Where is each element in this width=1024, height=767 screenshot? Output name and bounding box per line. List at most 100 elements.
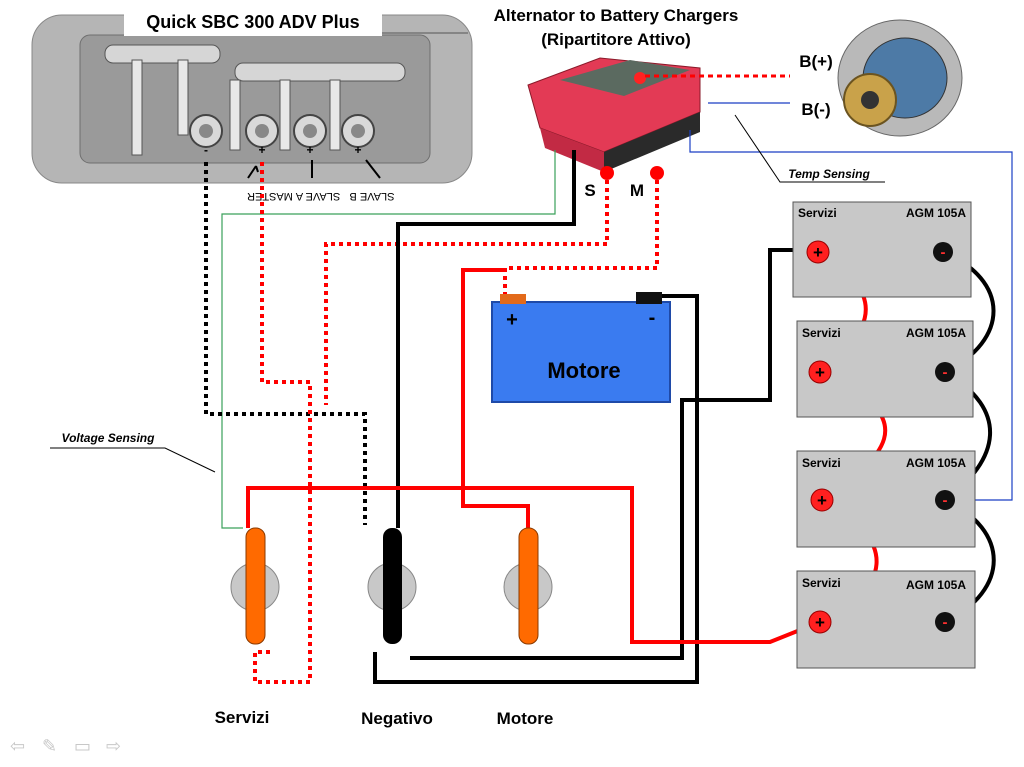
service-battery-minus: - <box>943 364 948 381</box>
motor-battery-plus: + <box>506 309 518 331</box>
service-battery-type: Servizi <box>802 576 841 590</box>
wire-voltage-sensing <box>221 150 556 529</box>
charger-led-icon <box>634 72 646 84</box>
motor-battery-label: Motore <box>547 358 620 383</box>
charger-s-terminal <box>600 166 614 180</box>
sbc-strap <box>229 79 241 151</box>
service-battery-minus: - <box>943 492 948 509</box>
sbc-strap <box>329 79 341 151</box>
service-battery-plus-terminal <box>808 610 832 634</box>
charger-s-label: S <box>584 181 595 200</box>
sbc-bus-bar <box>104 44 221 64</box>
sbc-bus-bar <box>234 62 406 82</box>
alternator-bplus-label: B(+) <box>799 52 833 71</box>
sbc-title-box <box>124 8 382 36</box>
switch-knob[interactable] <box>518 527 539 645</box>
sbc-label-slave-b: SLAVE B <box>349 190 394 202</box>
motor-battery-minus: - <box>649 307 656 329</box>
service-battery-plus: + <box>817 491 827 510</box>
charger-title-line1: Alternator to Battery Chargers <box>494 6 739 25</box>
svg-text:SLAVE A: SLAVE A <box>295 190 340 202</box>
service-battery-plus: + <box>815 613 825 632</box>
service-battery-minus-terminal <box>935 490 955 510</box>
sbc-strap <box>177 59 189 136</box>
switch-knob[interactable] <box>383 528 402 644</box>
service-battery-model: AGM 105A <box>906 578 966 592</box>
charger-device: Alternator to Battery Chargers (Ripartit… <box>494 6 739 200</box>
sbc-minus-mark: - <box>204 143 208 157</box>
alternator-shaft <box>861 91 879 109</box>
charger-m-terminal <box>650 166 664 180</box>
switch-knob[interactable] <box>245 527 266 645</box>
wire-sbc-slave-a <box>253 162 312 684</box>
service-battery-minus-terminal <box>933 242 953 262</box>
sbc-strap <box>131 59 143 156</box>
switch-motore[interactable]: Motore <box>497 527 554 728</box>
wire-sbc-negative <box>204 162 367 525</box>
wire-servizi-positive <box>246 486 821 644</box>
wire-charger-s <box>324 180 609 405</box>
sbc-title: Quick SBC 300 ADV Plus <box>146 12 359 32</box>
service-battery-plus: + <box>815 363 825 382</box>
service-battery-type: Servizi <box>798 206 837 220</box>
sbc-plus-mark: + <box>306 143 313 157</box>
next-icon[interactable]: ⇨ <box>106 736 122 757</box>
sbc-label-master: MASTER <box>247 190 293 202</box>
service-battery-plus-terminal <box>810 488 834 512</box>
service-battery-model: AGM 105A <box>906 206 966 220</box>
service-battery-minus-terminal <box>935 612 955 632</box>
sbc-plus-mark: + <box>258 143 265 157</box>
pen-icon[interactable]: ✎ <box>42 736 58 757</box>
service-battery: Servizi AGM 105A + - <box>792 201 972 298</box>
voltage-sensing-leader <box>50 447 216 473</box>
slide-navigation: ⇦ ✎ ▭ ⇨ <box>10 738 128 756</box>
svg-text:MASTER: MASTER <box>247 190 293 202</box>
service-battery-minus: - <box>941 244 946 261</box>
temp-sensing-label: Temp Sensing <box>788 167 870 181</box>
service-battery: Servizi AGM 105A + - <box>796 450 976 548</box>
service-battery-type: Servizi <box>802 456 841 470</box>
arrow-icon <box>365 159 381 179</box>
motor-battery-minus-terminal <box>636 292 662 304</box>
sbc-terminal-bolt <box>255 124 269 138</box>
service-battery-plus-terminal <box>806 240 830 264</box>
service-battery: Servizi AGM 105A + - <box>796 570 976 669</box>
sbc-terminal-bolt <box>351 124 365 138</box>
wire-temp-sensing <box>689 130 1013 501</box>
switch-servizi[interactable]: Servizi <box>215 527 280 727</box>
sbc-plus-mark: + <box>354 143 361 157</box>
charger-m-label: M <box>630 181 644 200</box>
service-battery-plus: + <box>813 243 823 262</box>
sbc-device: - + + + Quick SBC 300 ADV Plus MASTER SL… <box>31 8 473 202</box>
screen-icon[interactable]: ▭ <box>74 736 92 757</box>
charger-title-line2: (Ripartitore Attivo) <box>541 30 691 49</box>
charger-panel <box>560 60 690 96</box>
sbc-label-slave-a: SLAVE A <box>295 190 340 202</box>
charger-heatsink <box>604 112 700 172</box>
switch-servizi-label: Servizi <box>215 708 270 727</box>
svg-text:SLAVE B: SLAVE B <box>349 190 394 202</box>
service-battery-model: AGM 105A <box>906 456 966 470</box>
wire-motor-negative <box>373 294 699 684</box>
service-battery-minus-terminal <box>935 362 955 382</box>
switch-negativo-label: Negativo <box>361 709 433 728</box>
alternator-bminus-label: B(-) <box>801 100 830 119</box>
arrow-icon <box>247 165 259 179</box>
service-battery-minus: - <box>943 614 948 631</box>
service-battery-type: Servizi <box>802 326 841 340</box>
service-battery-model: AGM 105A <box>906 326 966 340</box>
switch-motore-label: Motore <box>497 709 554 728</box>
wire-motore-positive <box>461 268 530 528</box>
prev-icon[interactable]: ⇦ <box>10 736 26 757</box>
voltage-sensing-label: Voltage Sensing <box>62 431 156 445</box>
motor-battery: + - Motore <box>491 292 671 403</box>
wire-charger-negative <box>396 150 576 528</box>
sbc-terminal-bolt <box>199 124 213 138</box>
switch-negativo[interactable]: Negativo <box>361 528 433 728</box>
temp-sensing-leader <box>734 114 885 183</box>
alternator: B(+) B(-) <box>799 19 963 137</box>
motor-battery-body <box>491 301 671 403</box>
service-battery: Servizi AGM 105A + - <box>796 320 974 418</box>
motor-battery-plus-terminal <box>500 294 526 304</box>
